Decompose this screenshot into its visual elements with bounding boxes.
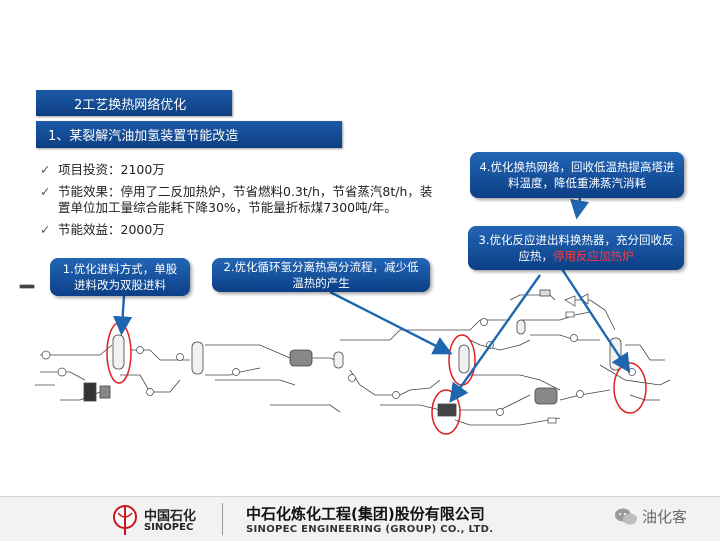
subtitle-bar: 1、某裂解汽油加氢装置节能改造	[36, 121, 342, 148]
sinopec-logo-icon	[113, 505, 137, 535]
section-title: 2工艺换热网络优化	[36, 90, 232, 116]
reactor-vessel	[534, 387, 558, 405]
company-cn: 中石化炼化工程(集团)股份有限公司	[246, 505, 485, 523]
drum-vessel	[516, 319, 526, 335]
highlight-text: 停用反应加热炉	[553, 249, 634, 263]
check-icon: ✓	[40, 162, 51, 177]
check-icon: ✓	[40, 184, 51, 199]
bullet-list: ✓项目投资：2100万 ✓节能效果：停用了二反加热炉，节省燃料0.3t/h，节省…	[40, 162, 460, 244]
separator-vessel	[333, 351, 344, 369]
red-circle-exchanger	[431, 389, 461, 435]
sinopec-cn: 中国石化	[144, 509, 197, 524]
reactor-vessel	[289, 349, 313, 367]
arrow-callout4	[570, 197, 590, 220]
bullet-savings: ✓节能效果：停用了二反加热炉，节省燃料0.3t/h，节省蒸汽8t/h，装置单位加…	[40, 184, 433, 215]
watermark-text: 油化客	[642, 508, 688, 526]
arrow-callout1	[113, 295, 133, 336]
column-vessel	[112, 334, 125, 370]
section-title-text: 2工艺换热网络优化	[74, 97, 187, 113]
callout-hydrogen-separation: 2.优化循环氢分离热高分流程，减少低温热的产生	[212, 258, 430, 292]
footer-bar: 中国石化 SINOPEC 中石化炼化工程(集团)股份有限公司 SINOPEC E…	[0, 496, 720, 541]
column-vessel	[458, 344, 470, 374]
arrow-callout2	[329, 290, 453, 355]
annotation-arrows	[113, 197, 631, 403]
column-vessel	[191, 341, 204, 375]
arrow-callout3	[449, 274, 541, 403]
furnace-block	[83, 382, 97, 402]
separator-line	[222, 503, 223, 535]
sinopec-en: SINOPEC	[144, 522, 194, 533]
bullet-benefit: ✓节能效益：2000万	[40, 222, 165, 237]
cooler-block	[99, 385, 111, 399]
subtitle-text: 1、某裂解汽油加氢装置节能改造	[48, 129, 239, 144]
callout-reactor-exchanger: 3.优化反应进出料换热器，充分回收反应热，停用反应加热炉	[468, 226, 684, 270]
callout-heat-network: 4.优化换热网络，回收低温热提高塔进料温度，降低重沸蒸汽消耗	[470, 152, 684, 198]
bullet-investment: ✓项目投资：2100万	[40, 162, 165, 177]
callout-feed-optimization: 1.优化进料方式，单股进料改为双股进料	[50, 258, 190, 296]
wechat-icon	[615, 508, 637, 525]
check-icon: ✓	[40, 222, 51, 237]
exchanger-block	[437, 403, 457, 417]
arrow-callout3b	[558, 265, 631, 374]
company-en: SINOPEC ENGINEERING (GROUP) CO., LTD.	[246, 524, 494, 535]
